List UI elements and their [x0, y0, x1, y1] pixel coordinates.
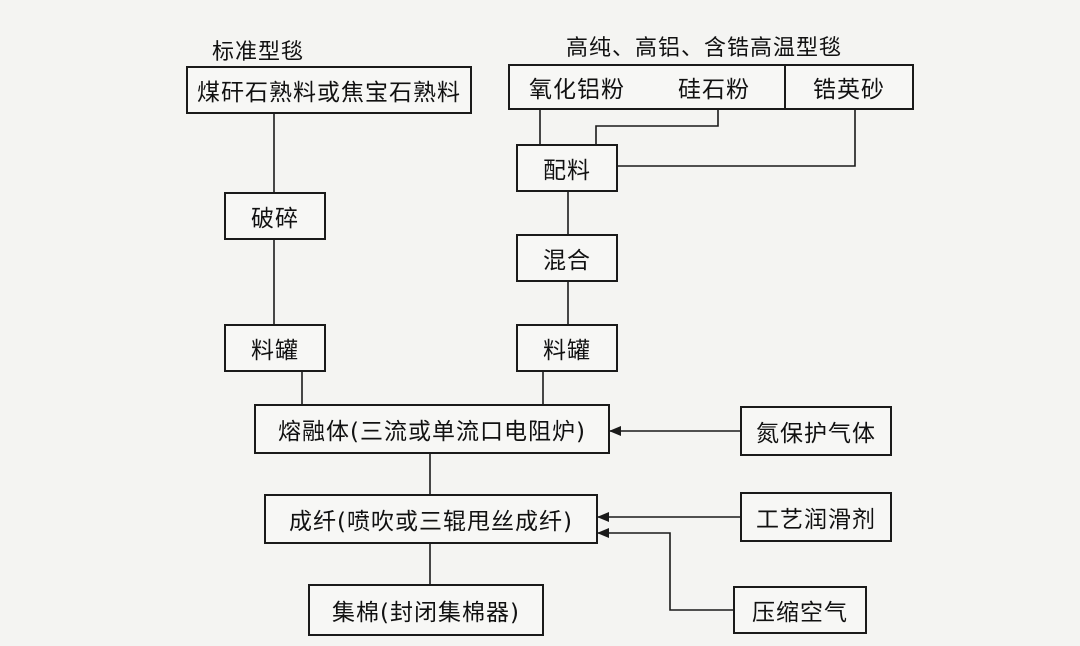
- right-tank-box: 料罐: [516, 324, 618, 372]
- mixing-box: 混合: [516, 234, 618, 282]
- line-zircon-to-batch: [618, 110, 856, 167]
- alumina-powder-box: 氧化铝粉: [508, 64, 646, 110]
- standard-blanket-heading: 标准型毯: [212, 40, 305, 65]
- silica-powder-box: 硅石粉: [644, 64, 786, 110]
- nitrogen-gas-box: 氮保护气体: [740, 406, 892, 456]
- compressed-air-box: 压缩空气: [733, 586, 867, 634]
- left-tank-box: 料罐: [224, 324, 326, 372]
- collection-box: 集棉(封闭集棉器): [308, 584, 544, 636]
- zircon-sand-box: 锆英砂: [784, 64, 914, 110]
- fiberizing-box: 成纤(喷吹或三辊甩丝成纤): [264, 494, 598, 544]
- crushing-box: 破碎: [224, 192, 326, 240]
- batching-box: 配料: [516, 144, 618, 192]
- arrow-air-to-fiber: [597, 528, 733, 611]
- melting-box: 熔融体(三流或单流口电阻炉): [254, 404, 610, 454]
- raw-material-box: 煤矸石熟料或焦宝石熟料: [186, 66, 472, 114]
- line-silica-to-batch: [595, 110, 719, 144]
- high-temp-blanket-heading: 高纯、高铝、含锆高温型毯: [566, 36, 843, 61]
- lubricant-box: 工艺润滑剂: [740, 492, 892, 542]
